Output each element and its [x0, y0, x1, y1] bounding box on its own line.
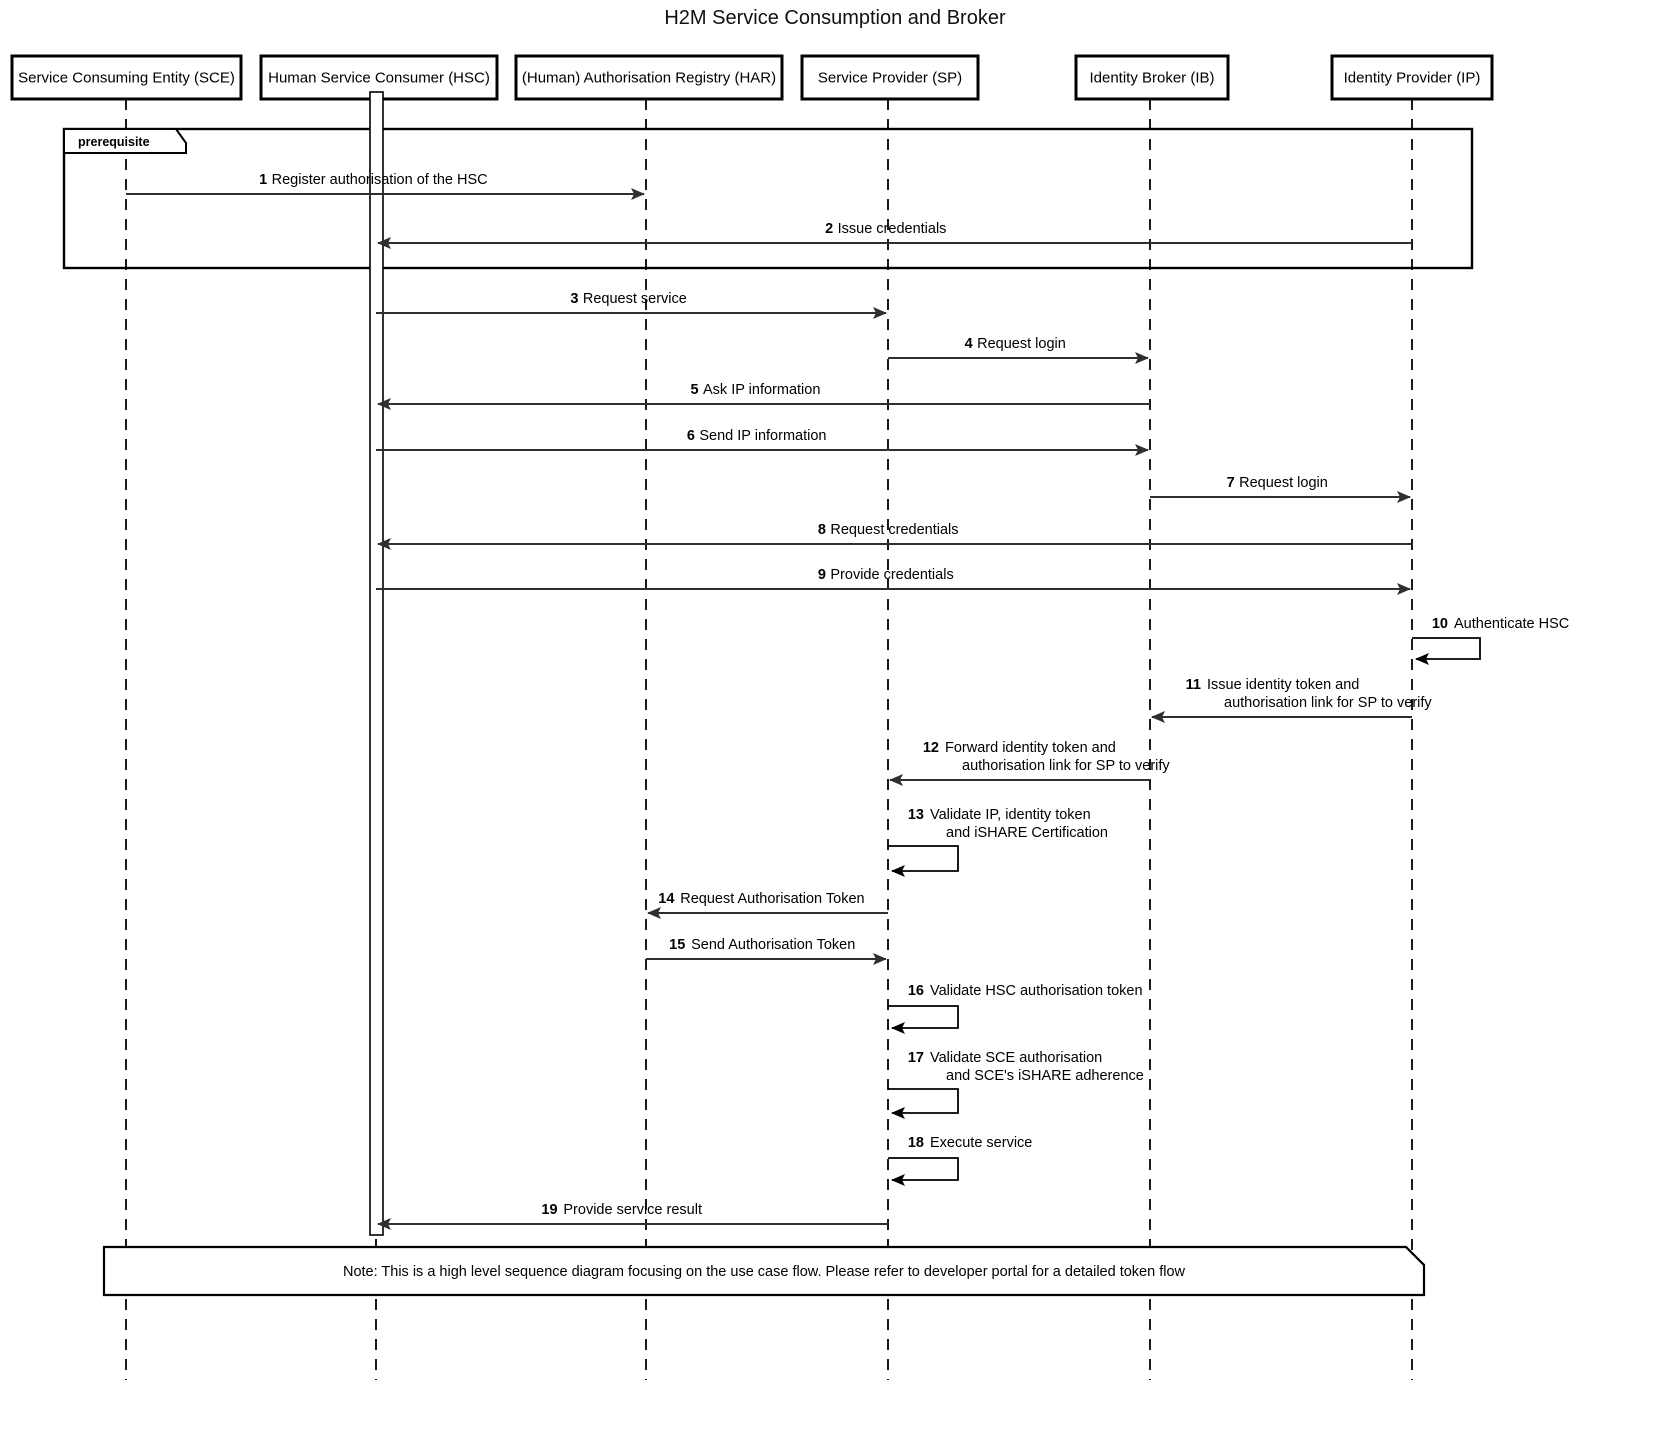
message-11[interactable]: 11 Issue identity token and authorisation … [1151, 677, 1432, 723]
lifeline-label: Identity Provider (IP) [1344, 70, 1481, 87]
fragment-label: prerequisite [78, 135, 150, 149]
lifeline-header-box[interactable] [800, 54, 980, 101]
lifeline-header-box[interactable] [514, 54, 784, 101]
self-message-number: 16 [908, 983, 924, 999]
self-message-arrow [1412, 637, 1481, 665]
lifeline-label: Human Service Consumer (HSC) [268, 70, 490, 87]
message-19[interactable]: 19 Provide service result [377, 1202, 888, 1230]
note-outline [102, 1245, 1426, 1297]
message-number: 4 [965, 336, 973, 352]
message-12[interactable]: 12 Forward identity token and authorisatio… [889, 740, 1170, 786]
message-label: Request service [583, 291, 687, 307]
self-message-arrow [888, 845, 959, 877]
self-message-label: Authenticate HSC [1454, 616, 1569, 632]
message-3[interactable]: 3 Request service [376, 291, 887, 319]
note-text: Note: This is a high level sequence diag… [343, 1264, 1186, 1280]
message-label: Request Authorisation Token [680, 891, 864, 907]
self-message-13[interactable]: 13 Validate IP, identity token and iSHARE … [888, 807, 1108, 877]
lifeline-sp[interactable]: Service Provider (SP) [800, 54, 980, 1380]
message-number: 9 [818, 567, 826, 583]
diagram-note[interactable]: Note: This is a high level sequence diag… [102, 1245, 1426, 1297]
self-message-number: 13 [908, 807, 924, 823]
message-label: Ask IP information [703, 382, 820, 398]
message-label-line2: authorisation link for SP to verify [962, 758, 1170, 774]
lifeline-header-box[interactable] [1074, 54, 1230, 101]
lifeline-header-box[interactable] [1330, 54, 1494, 101]
message-number: 6 [687, 428, 695, 444]
message-2[interactable]: 2 Issue credentials [377, 221, 1412, 249]
self-message-label: Validate HSC authorisation token [930, 983, 1143, 999]
message-label: Send Authorisation Token [691, 937, 855, 953]
self-message-arrow [888, 1088, 959, 1119]
self-message-label: Execute service [930, 1135, 1032, 1151]
page-title: H2M Service Consumption and Broker [664, 7, 1006, 29]
self-messages-layer: 10 Authenticate HSC 13 Validate IP, identit… [888, 616, 1569, 1186]
message-number: 15 [669, 937, 685, 953]
self-message-label-line2: and iSHARE Certification [946, 825, 1108, 841]
lifeline-label: Service Consuming Entity (SCE) [18, 70, 235, 87]
message-label: Provide credentials [830, 567, 953, 583]
lifeline-ib[interactable]: Identity Broker (IB) [1074, 54, 1230, 1380]
self-message-number: 17 [908, 1050, 924, 1066]
message-number: 14 [658, 891, 674, 907]
message-14[interactable]: 14 Request Authorisation Token [647, 891, 888, 919]
message-15[interactable]: 15 Send Authorisation Token [646, 937, 887, 965]
message-label: Request credentials [830, 522, 958, 538]
message-label-line1: Forward identity token and [945, 740, 1116, 756]
message-label-line1: Issue identity token and [1207, 677, 1359, 693]
lifeline-label: Service Provider (SP) [818, 70, 962, 87]
message-number: 19 [541, 1202, 557, 1218]
message-label: Register authorisation of the HSC [272, 172, 488, 188]
lifeline-sce[interactable]: Service Consuming Entity (SCE) [10, 54, 243, 1380]
message-label: Send IP information [699, 428, 826, 444]
message-label: Issue credentials [838, 221, 947, 237]
activation-bar-hsc [369, 91, 384, 1236]
fragment-layer: prerequisite [62, 127, 1474, 270]
lifeline-label: Identity Broker (IB) [1089, 70, 1214, 87]
message-number: 11 [1186, 677, 1201, 693]
message-number: 8 [818, 522, 826, 538]
activations-layer [369, 91, 384, 1236]
message-number: 3 [570, 291, 578, 307]
message-number: 5 [691, 382, 699, 398]
self-message-label-line1: Validate SCE authorisation [930, 1050, 1102, 1066]
self-message-label-line2: and SCE's iSHARE adherence [946, 1068, 1144, 1084]
self-message-16[interactable]: 16 Validate HSC authorisation token [888, 983, 1143, 1034]
message-label: Request login [977, 336, 1066, 352]
lifelines-layer: Service Consuming Entity (SCE) Human Serv… [10, 54, 1494, 1380]
self-message-17[interactable]: 17 Validate SCE authorisation and SCE's iS… [888, 1050, 1144, 1119]
lifeline-ip[interactable]: Identity Provider (IP) [1330, 54, 1494, 1380]
message-1[interactable]: 1 Register authorisation of the HSC [126, 172, 645, 200]
fragment-tab [63, 128, 187, 154]
self-message-18[interactable]: 18 Execute service [888, 1135, 1032, 1186]
combined-fragment-prerequisite[interactable]: prerequisite [62, 127, 1474, 270]
self-message-arrow [888, 1005, 959, 1034]
message-label: Request login [1239, 475, 1328, 491]
message-label: Provide service result [563, 1202, 702, 1218]
message-number: 7 [1227, 475, 1235, 491]
message-label-line2: authorisation link for SP to verify [1224, 695, 1432, 711]
lifeline-label: (Human) Authorisation Registry (HAR) [522, 70, 776, 87]
lifeline-har[interactable]: (Human) Authorisation Registry (HAR) [514, 54, 784, 1380]
message-number: 2 [825, 221, 833, 237]
note-layer: Note: This is a high level sequence diag… [102, 1245, 1426, 1297]
message-number: 12 [923, 740, 939, 756]
self-message-number: 10 [1432, 616, 1448, 632]
self-message-10[interactable]: 10 Authenticate HSC [1412, 616, 1569, 665]
self-message-label-line1: Validate IP, identity token [930, 807, 1091, 823]
self-message-arrow [888, 1157, 959, 1186]
message-number: 1 [259, 172, 267, 188]
self-message-number: 18 [908, 1135, 924, 1151]
fragment-outline [62, 127, 1474, 270]
